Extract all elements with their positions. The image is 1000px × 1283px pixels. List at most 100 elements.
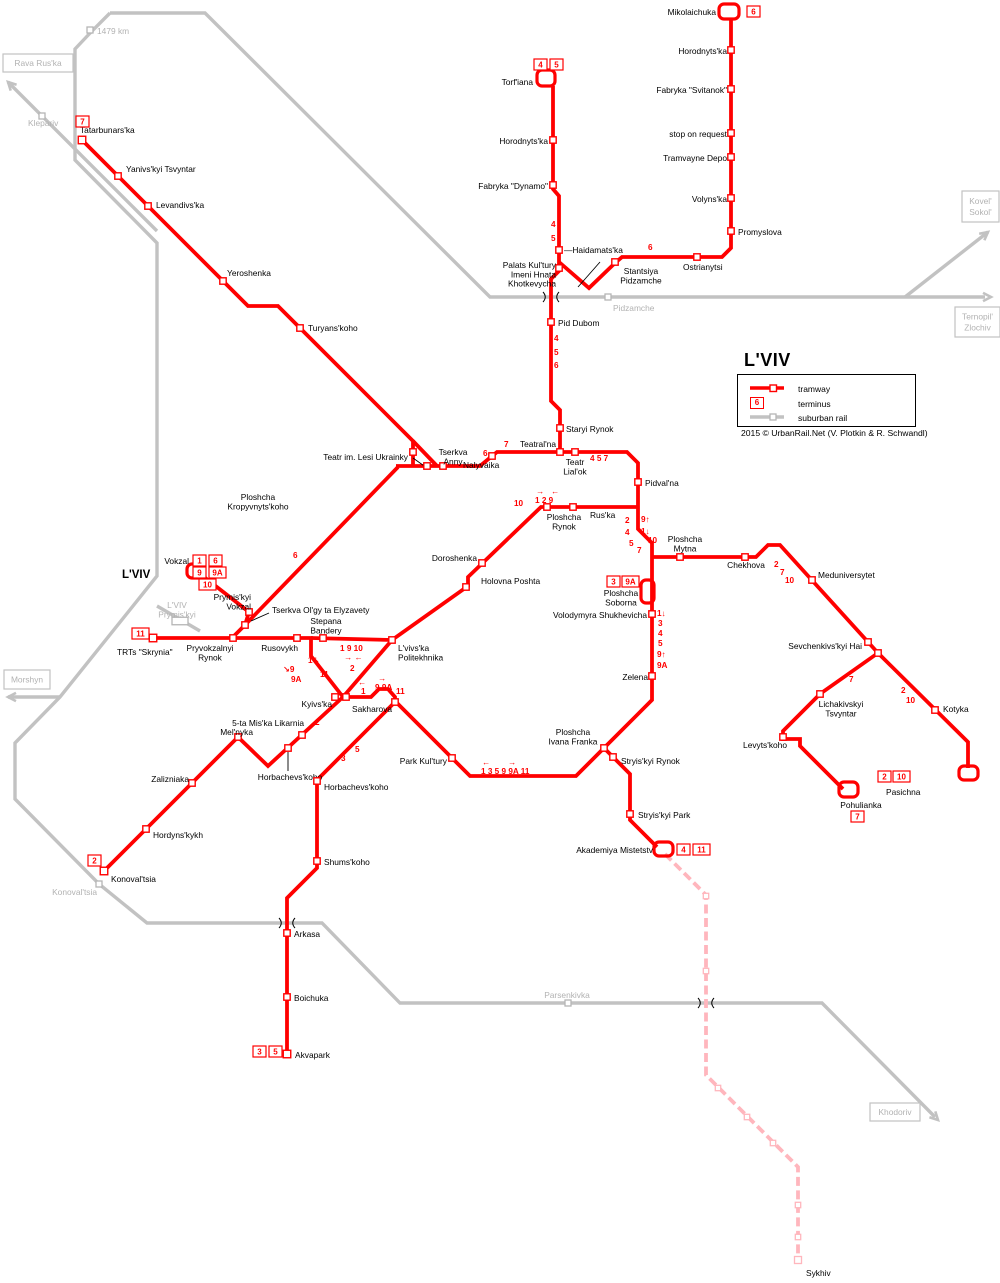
map-title: L'VIV: [744, 350, 791, 370]
label-konoval-tsia: Konoval'tsia: [52, 887, 97, 897]
terminus-box-10: [198, 578, 217, 591]
destination-box-khodoriv: [869, 1102, 921, 1122]
route-number-2: 2: [315, 718, 320, 727]
station-label-levandivs-ka: Levandivs'ka: [156, 200, 204, 210]
station-ploshcha-rynok: [543, 503, 551, 511]
station-ploshcha-mytna: [676, 553, 684, 561]
station-label-chekhova: Chekhova: [727, 560, 765, 570]
station-label-stepana-bandery: Bandery: [310, 625, 342, 635]
route-number-6: 6: [554, 361, 559, 370]
route-number-4: 4: [625, 528, 630, 537]
station-stryis-kyi-rynok: [609, 753, 617, 761]
terminus-box-number-6: 6: [751, 8, 756, 17]
suburban-line-icon: [748, 411, 788, 423]
terminus-box-2: [877, 770, 892, 783]
tram-line-vokzal-diagonal: [202, 575, 252, 639]
station-5-ta-mis-ka-likarnia: [298, 731, 306, 739]
station-label-teatr-im-lesi-ukrainky: Teatr im. Lesi Ukrainky: [323, 452, 409, 462]
station-label-turyans-koho: Turyans'koho: [308, 323, 358, 333]
station-planned-stop-1: [702, 892, 710, 900]
route-number-6: 6: [483, 449, 488, 458]
label-l-viv: L'VIV: [167, 600, 187, 610]
tram-line-nw-line-7: [80, 138, 415, 466]
station-label-teatral-na: Teatral'na: [520, 439, 556, 449]
route-number-1-3-5-9-9a-11: 1 3 5 9 9A 11: [481, 767, 530, 776]
station-label-mel-nyka: Mel'nyka: [220, 727, 253, 737]
station-label-l-vivs-ka-politekhnika: Politekhnika: [398, 652, 444, 662]
station-l-viv-prymis-kyi-halt: [171, 616, 189, 626]
station-label-ploshcha-mytna: Mytna: [674, 543, 697, 553]
legend-label-terminus: terminus: [798, 399, 831, 409]
station-label-teatr-lial-ok: Lial'ok: [563, 466, 587, 476]
station-label-rus-ka: Rus'ka: [590, 510, 616, 520]
station-horodnyts-ka-line-6: [727, 46, 735, 54]
suburban-line-north-main: [110, 11, 985, 299]
route-number-9a: 9A: [291, 675, 302, 684]
terminus-box-number-1: 1: [197, 557, 202, 566]
station-label-rusovykh: Rusovykh: [261, 643, 298, 653]
station-staryi-rynok: [556, 424, 564, 432]
route-number-10: 10: [785, 576, 795, 585]
terminus-box-7: [75, 115, 90, 128]
tram-line-nw-triangle: [411, 439, 439, 468]
station-klepariv: [38, 112, 46, 120]
tram-line-politekhnika-diagonal: [341, 638, 394, 699]
station-label-boichuka: Boichuka: [294, 993, 329, 1003]
terminus-box-icon: 6: [748, 397, 788, 409]
station-label-meduniversytet: Meduniversytet: [818, 570, 875, 580]
destination-label-ternopil: Ternopil': [962, 312, 993, 322]
station-label-konoval-tsia: Konoval'tsia: [111, 874, 156, 884]
terminus-box-number-10: 10: [897, 773, 906, 782]
tram-line-north-south-45: [549, 86, 562, 452]
terminus-box-1: [192, 554, 207, 567]
label-ploshcha: Soborna: [605, 597, 637, 607]
station-park-kul-tury: [448, 754, 456, 762]
station-label-stantsiya-pidzamche: Pidzamche: [620, 275, 662, 285]
terminus-box-number-7: 7: [855, 813, 860, 822]
route-number-10: 10: [906, 696, 916, 705]
station-label-stepana-bandery: Stepana: [310, 616, 342, 626]
legend: tramway 6 terminus suburban rail: [737, 374, 916, 427]
station-label-prymis-kyi-vokzal: Prymis'kyi: [214, 592, 252, 602]
arrow-to-kovel-sokol: [978, 230, 991, 241]
terminus-box-6: [208, 554, 223, 567]
label-pointer: [577, 261, 601, 288]
station-prymis-kyi-vokzal: [245, 608, 253, 616]
tram-line-line35-south: [285, 700, 397, 1054]
tram-line-soborna-vertical: [602, 557, 654, 750]
label-ploshcha: Kropyvnyts'koho: [227, 501, 289, 511]
station-label-trts-skrynia: TRTs "Skrynia": [117, 647, 173, 657]
label-klepariv: Klepariv: [28, 118, 59, 128]
tram-line-center-loop-129: [390, 505, 638, 642]
mikolaichuka-loop: [717, 2, 741, 21]
destination-box-rava-rus-ka: [2, 53, 74, 73]
route-number-5: 5: [355, 745, 360, 754]
station-parsenkivka: [564, 999, 572, 1007]
station-kotyka: [931, 706, 939, 714]
station-label-akvapark: Akvapark: [295, 1050, 331, 1060]
station-volyns-ka: [727, 194, 735, 202]
station-zalizniaka: [188, 779, 196, 787]
station-yeroshenka: [219, 277, 227, 285]
route-number-6: 6: [293, 551, 298, 560]
terminus-box-number-3: 3: [257, 1048, 262, 1057]
label-torf-iana: Torf'iana: [502, 77, 534, 87]
station-label-haidamats-ka: —Haidamats'ka: [564, 245, 623, 255]
label-pasichna: Pasichna: [886, 787, 921, 797]
station-label-teatr-lial-ok: Teatr: [566, 457, 585, 467]
route-number-: ←: [551, 487, 559, 496]
label-parsenkivka: Parsenkivka: [544, 990, 590, 1000]
station-fabryka-svitanok: [727, 85, 735, 93]
route-number-1: 1↖: [308, 656, 319, 665]
station-label-l-vivs-ka-politekhnika: L'vivs'ka: [398, 643, 429, 653]
route-number-: ←: [358, 678, 366, 687]
station-label-tramvayne-depo: Tramvayne Depo: [663, 153, 727, 163]
legend-label-suburban: suburban rail: [798, 413, 848, 423]
tram-line-pohulianka-branch: [781, 651, 880, 791]
station-arkasa: [283, 929, 291, 937]
station-planned-stop-3: [714, 1084, 722, 1092]
terminus-box-number-5: 5: [554, 61, 559, 70]
terminus-box-11: [131, 627, 150, 640]
station-label-kotyka: Kotyka: [943, 704, 969, 714]
station-kyivs-ka-junction: [342, 693, 350, 701]
